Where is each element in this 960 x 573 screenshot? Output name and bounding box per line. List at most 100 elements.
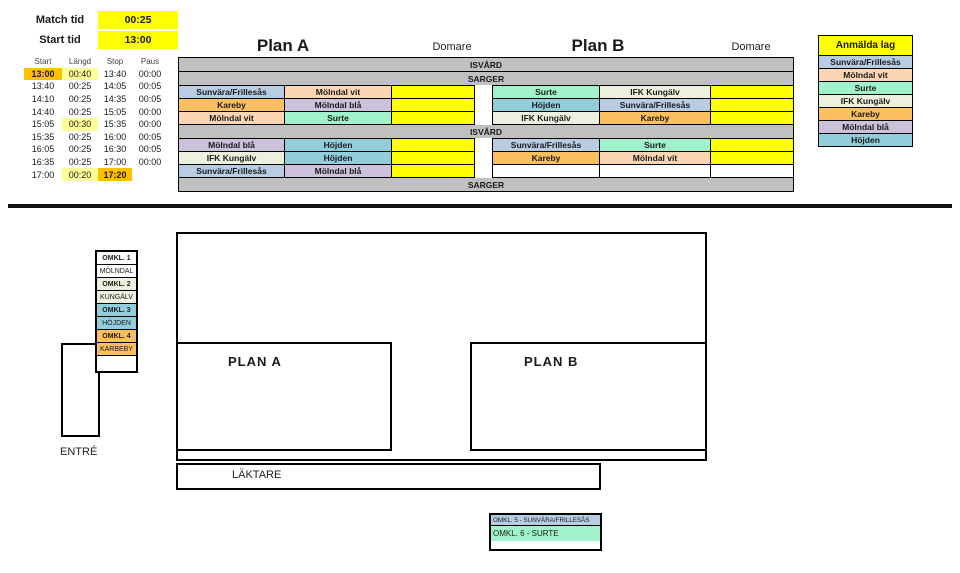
time-cell[interactable]: 00:20 [62, 168, 98, 181]
time-cell[interactable]: 00:05 [138, 81, 162, 92]
registered-team[interactable]: Höjden [818, 133, 913, 147]
time-cell[interactable]: 00:25 [68, 144, 92, 155]
time-cell[interactable]: 00:30 [62, 117, 98, 131]
grandstand: LÄKTARE [176, 463, 601, 490]
time-cell[interactable]: 15:35 [31, 131, 55, 142]
team-cell[interactable]: Höjden [492, 98, 600, 112]
changing-room-team: MÖLNDAL [97, 265, 136, 278]
spacer-cell [474, 151, 493, 165]
team-cell[interactable]: Kareby [599, 111, 711, 125]
changing-room-label: OMKL. 1 [97, 252, 136, 265]
match-tid-label: Match tid [35, 13, 85, 26]
team-cell[interactable]: Sunvära/Frillesås [178, 85, 285, 99]
time-cell[interactable]: 00:25 [68, 81, 92, 92]
start-tid-row: Start tid 13:00 [25, 30, 178, 49]
match-tid-input[interactable]: 00:25 [98, 10, 178, 29]
time-cell[interactable]: 16:30 [103, 144, 127, 155]
time-cell[interactable]: 16:35 [31, 157, 55, 168]
time-cell[interactable]: 17:00 [31, 169, 55, 180]
referee-cell[interactable] [710, 138, 794, 152]
time-cell[interactable]: 13:40 [103, 68, 127, 79]
time-cell[interactable]: 14:35 [103, 94, 127, 105]
team-cell[interactable]: Mölndal vit [178, 111, 285, 125]
time-cell[interactable]: 15:05 [103, 106, 127, 117]
team-cell[interactable]: Mölndal vit [599, 151, 711, 165]
referee-cell[interactable] [391, 85, 475, 99]
time-cell[interactable]: 15:35 [103, 119, 127, 130]
match-row: Kareby Mölndal blå Höjden Sunvära/Frille… [178, 98, 796, 112]
team-cell[interactable]: Surte [599, 138, 711, 152]
time-cell[interactable]: 00:00 [138, 68, 162, 79]
schedule-header: Plan A Domare Plan B Domare [178, 36, 796, 57]
match-row: Sunvära/Frillesås Mölndal blå [178, 164, 796, 178]
team-cell[interactable] [492, 164, 600, 178]
time-cell[interactable]: 17:20 [98, 168, 132, 181]
referee-cell[interactable] [391, 98, 475, 112]
team-cell[interactable]: Surte [492, 85, 600, 99]
team-cell[interactable]: Mölndal blå [284, 98, 392, 112]
plan-a-rink-label: PLAN A [228, 354, 282, 369]
time-cell[interactable]: 00:25 [68, 94, 92, 105]
referee-cell[interactable] [710, 151, 794, 165]
team-cell[interactable]: Höjden [284, 138, 392, 152]
referee-cell[interactable] [391, 138, 475, 152]
referee-cell[interactable] [710, 164, 794, 178]
registered-team[interactable]: Mölndal vit [818, 68, 913, 82]
time-cell[interactable]: 16:00 [103, 131, 127, 142]
team-cell[interactable]: Sunvära/Frillesås [492, 138, 600, 152]
registered-team[interactable]: Kareby [818, 107, 913, 121]
time-cell[interactable]: 00:25 [68, 106, 92, 117]
team-cell[interactable] [599, 164, 711, 178]
registered-teams-panel: Anmälda lag Sunvära/Frillesås Mölndal vi… [818, 35, 913, 147]
time-cell[interactable]: 00:40 [62, 67, 98, 81]
team-cell[interactable]: Sunvära/Frillesås [178, 164, 285, 178]
referee-cell[interactable] [710, 111, 794, 125]
time-cell[interactable]: 00:05 [138, 144, 162, 155]
team-cell[interactable]: Kareby [492, 151, 600, 165]
spacer-cell [474, 164, 493, 178]
team-cell[interactable]: IFK Kungälv [492, 111, 600, 125]
team-cell[interactable]: IFK Kungälv [599, 85, 711, 99]
changing-rooms-5-6-filler [491, 541, 600, 549]
time-cell[interactable]: 14:40 [31, 106, 55, 117]
registered-team[interactable]: Surte [818, 81, 913, 95]
time-cell[interactable]: 16:05 [31, 144, 55, 155]
time-cell[interactable]: 13:40 [31, 81, 55, 92]
time-cell[interactable]: 14:10 [31, 94, 55, 105]
plan-a-title: Plan A [256, 36, 310, 55]
team-cell[interactable]: Mölndal blå [284, 164, 392, 178]
time-cell[interactable]: 13:00 [24, 67, 62, 81]
time-cell[interactable]: 00:00 [138, 119, 162, 130]
start-tid-input[interactable]: 13:00 [98, 30, 178, 49]
team-cell[interactable]: Mölndal blå [178, 138, 285, 152]
time-cell[interactable]: 00:00 [138, 157, 162, 168]
referee-cell[interactable] [710, 98, 794, 112]
registered-team[interactable]: Sunvära/Frillesås [818, 55, 913, 69]
referee-cell[interactable] [710, 85, 794, 99]
sarger-bar: SARGER [178, 71, 794, 86]
team-cell[interactable]: Höjden [284, 151, 392, 165]
referee-cell[interactable] [391, 111, 475, 125]
registered-team[interactable]: Mölndal blå [818, 120, 913, 134]
sarger-bar: SARGER [178, 177, 794, 192]
referee-cell[interactable] [391, 151, 475, 165]
time-cell[interactable]: 17:00 [103, 157, 127, 168]
time-cell[interactable]: 00:00 [138, 106, 162, 117]
time-cell[interactable] [132, 168, 168, 181]
registered-team[interactable]: IFK Kungälv [818, 94, 913, 108]
time-cell[interactable]: 14:05 [103, 81, 127, 92]
team-cell[interactable]: Mölndal vit [284, 85, 392, 99]
team-cell[interactable]: Kareby [178, 98, 285, 112]
time-cell[interactable]: 00:25 [68, 131, 92, 142]
team-cell[interactable]: Surte [284, 111, 392, 125]
team-cell[interactable]: Sunvära/Frillesås [599, 98, 711, 112]
changing-room-label: OMKL. 3 [97, 304, 136, 317]
time-cell[interactable]: 00:05 [138, 94, 162, 105]
time-cell[interactable]: 00:05 [138, 131, 162, 142]
section-divider [8, 204, 952, 208]
time-cell[interactable]: 00:25 [68, 157, 92, 168]
time-cell[interactable]: 15:05 [31, 119, 55, 130]
team-cell[interactable]: IFK Kungälv [178, 151, 285, 165]
referee-cell[interactable] [391, 164, 475, 178]
changing-room-6: OMKL. 6 - SURTE [491, 526, 600, 541]
